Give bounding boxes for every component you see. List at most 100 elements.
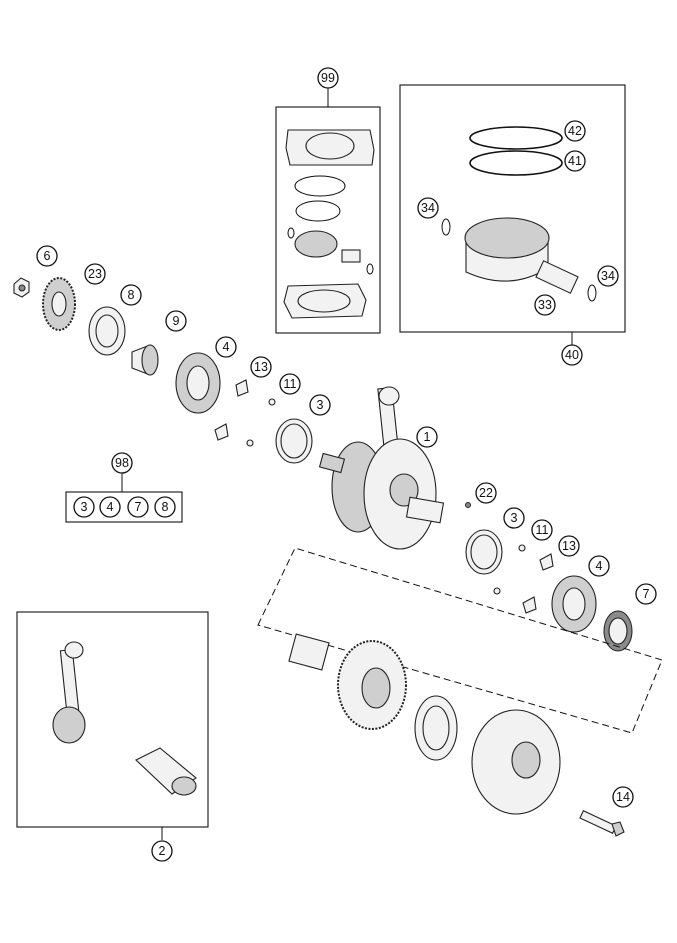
- svg-text:42: 42: [568, 124, 582, 138]
- kit98-box: [65, 491, 183, 523]
- svg-text:3: 3: [317, 398, 324, 412]
- kit-piston: [294, 230, 338, 258]
- piston-kit-box: [399, 84, 626, 333]
- kit98-item-8: [154, 496, 176, 518]
- seal-ring-lower: [295, 200, 341, 222]
- svg-text:41: 41: [568, 154, 582, 168]
- screw-upper: [268, 398, 276, 406]
- svg-text:11: 11: [284, 377, 297, 391]
- svg-text:3: 3: [81, 500, 88, 514]
- crankshaft-assembly: [318, 386, 471, 550]
- callout-11-right: 11: [531, 519, 553, 541]
- callout-22: 22: [475, 482, 497, 504]
- conrod-small-end: [378, 386, 400, 406]
- callout-42: 42: [564, 120, 586, 142]
- crank-left-stub: [318, 452, 346, 474]
- right-shaft-parts: [465, 529, 633, 652]
- callout-13-right: 13: [558, 535, 580, 557]
- svg-text:22: 22: [479, 486, 493, 500]
- svg-text:7: 7: [643, 587, 650, 601]
- callout-23: 23: [84, 263, 106, 285]
- svg-text:9: 9: [173, 314, 180, 328]
- svg-text:8: 8: [162, 500, 169, 514]
- starter-group-outline: [257, 547, 663, 734]
- callout-7: 7: [635, 583, 657, 605]
- svg-text:98: 98: [115, 456, 129, 470]
- callout-99: 99: [317, 67, 339, 89]
- callouts: 99 42 41 34 34 33 40 6 23 8 9 4 13 11 3 …: [36, 67, 657, 862]
- crank-journal: [405, 496, 445, 524]
- svg-text:3: 3: [511, 511, 518, 525]
- svg-text:6: 6: [44, 249, 51, 263]
- callout-3-left: 3: [309, 394, 331, 416]
- svg-text:34: 34: [601, 269, 615, 283]
- callout-41: 41: [564, 150, 586, 172]
- bearing-retainer-lower: [214, 423, 229, 441]
- svg-text:99: 99: [321, 71, 335, 85]
- svg-text:8: 8: [128, 288, 135, 302]
- piston-ring-lower: [469, 150, 563, 176]
- screw-lower: [246, 439, 254, 447]
- callout-3-right: 3: [503, 507, 525, 529]
- callout-8: 8: [120, 284, 142, 306]
- piston-pin: [535, 260, 579, 294]
- svg-text:34: 34: [421, 201, 435, 215]
- svg-text:11: 11: [536, 523, 549, 537]
- kit98-item-7: [127, 496, 149, 518]
- piston-kit-group: [399, 84, 626, 345]
- kit98-item-4: [99, 496, 121, 518]
- svg-text:4: 4: [223, 340, 230, 354]
- kit-conrod-big-end: [52, 706, 86, 744]
- kit-circlip-left: [287, 227, 295, 239]
- callout-2: 2: [151, 840, 173, 862]
- callout-14: 14: [612, 786, 634, 808]
- conrod-kit-group: [16, 611, 209, 840]
- woodruff-key: [465, 502, 471, 508]
- svg-text:4: 4: [107, 500, 114, 514]
- callout-4-right: 4: [588, 555, 610, 577]
- right-retainer-upper: [539, 553, 554, 571]
- right-retainer-lower: [522, 596, 537, 614]
- kit-piston-pin: [341, 249, 361, 263]
- head-gasket-bore: [305, 132, 355, 160]
- bearing-retainer-upper: [235, 379, 249, 397]
- piston-circlip-right: [587, 284, 597, 302]
- seal-ring-upper: [294, 175, 346, 197]
- piston-circlip-left: [441, 218, 451, 236]
- callout-9: 9: [165, 310, 187, 332]
- flange-bolt: [579, 810, 617, 834]
- svg-text:4: 4: [596, 559, 603, 573]
- callout-40: 40: [561, 344, 583, 366]
- conrod-kit-box: [16, 611, 209, 828]
- base-gasket-bore: [297, 289, 351, 313]
- gasket-kit-group: [275, 88, 381, 334]
- needle-bearing: [288, 633, 330, 671]
- svg-text:13: 13: [562, 539, 576, 553]
- callout-13-left: 13: [250, 356, 272, 378]
- gasket-kit-box: [275, 106, 381, 334]
- svg-text:2: 2: [159, 844, 166, 858]
- piston-crown: [464, 217, 550, 259]
- callout-4-left: 4: [215, 336, 237, 358]
- svg-text:7: 7: [135, 500, 142, 514]
- kit-circlip-right: [366, 263, 374, 275]
- bearing-kit-98: 3 4 7 8: [65, 473, 183, 523]
- right-screw-upper: [518, 544, 526, 552]
- callout-34-left: 34: [417, 197, 439, 219]
- svg-text:14: 14: [616, 790, 630, 804]
- svg-text:33: 33: [538, 298, 552, 312]
- starter-drive-group: [257, 547, 663, 837]
- right-screw-lower: [493, 587, 501, 595]
- callout-1: 1: [416, 426, 438, 448]
- callout-33: 33: [534, 294, 556, 316]
- kit98-item-3: [73, 496, 95, 518]
- left-shaft-parts: [13, 277, 313, 464]
- callout-11-left: 11: [279, 373, 301, 395]
- svg-text:13: 13: [254, 360, 268, 374]
- callout-34-right: 34: [597, 265, 619, 287]
- svg-text:23: 23: [88, 267, 102, 281]
- svg-text:40: 40: [565, 348, 579, 362]
- callout-98: 98: [111, 452, 133, 474]
- svg-text:1: 1: [424, 430, 431, 444]
